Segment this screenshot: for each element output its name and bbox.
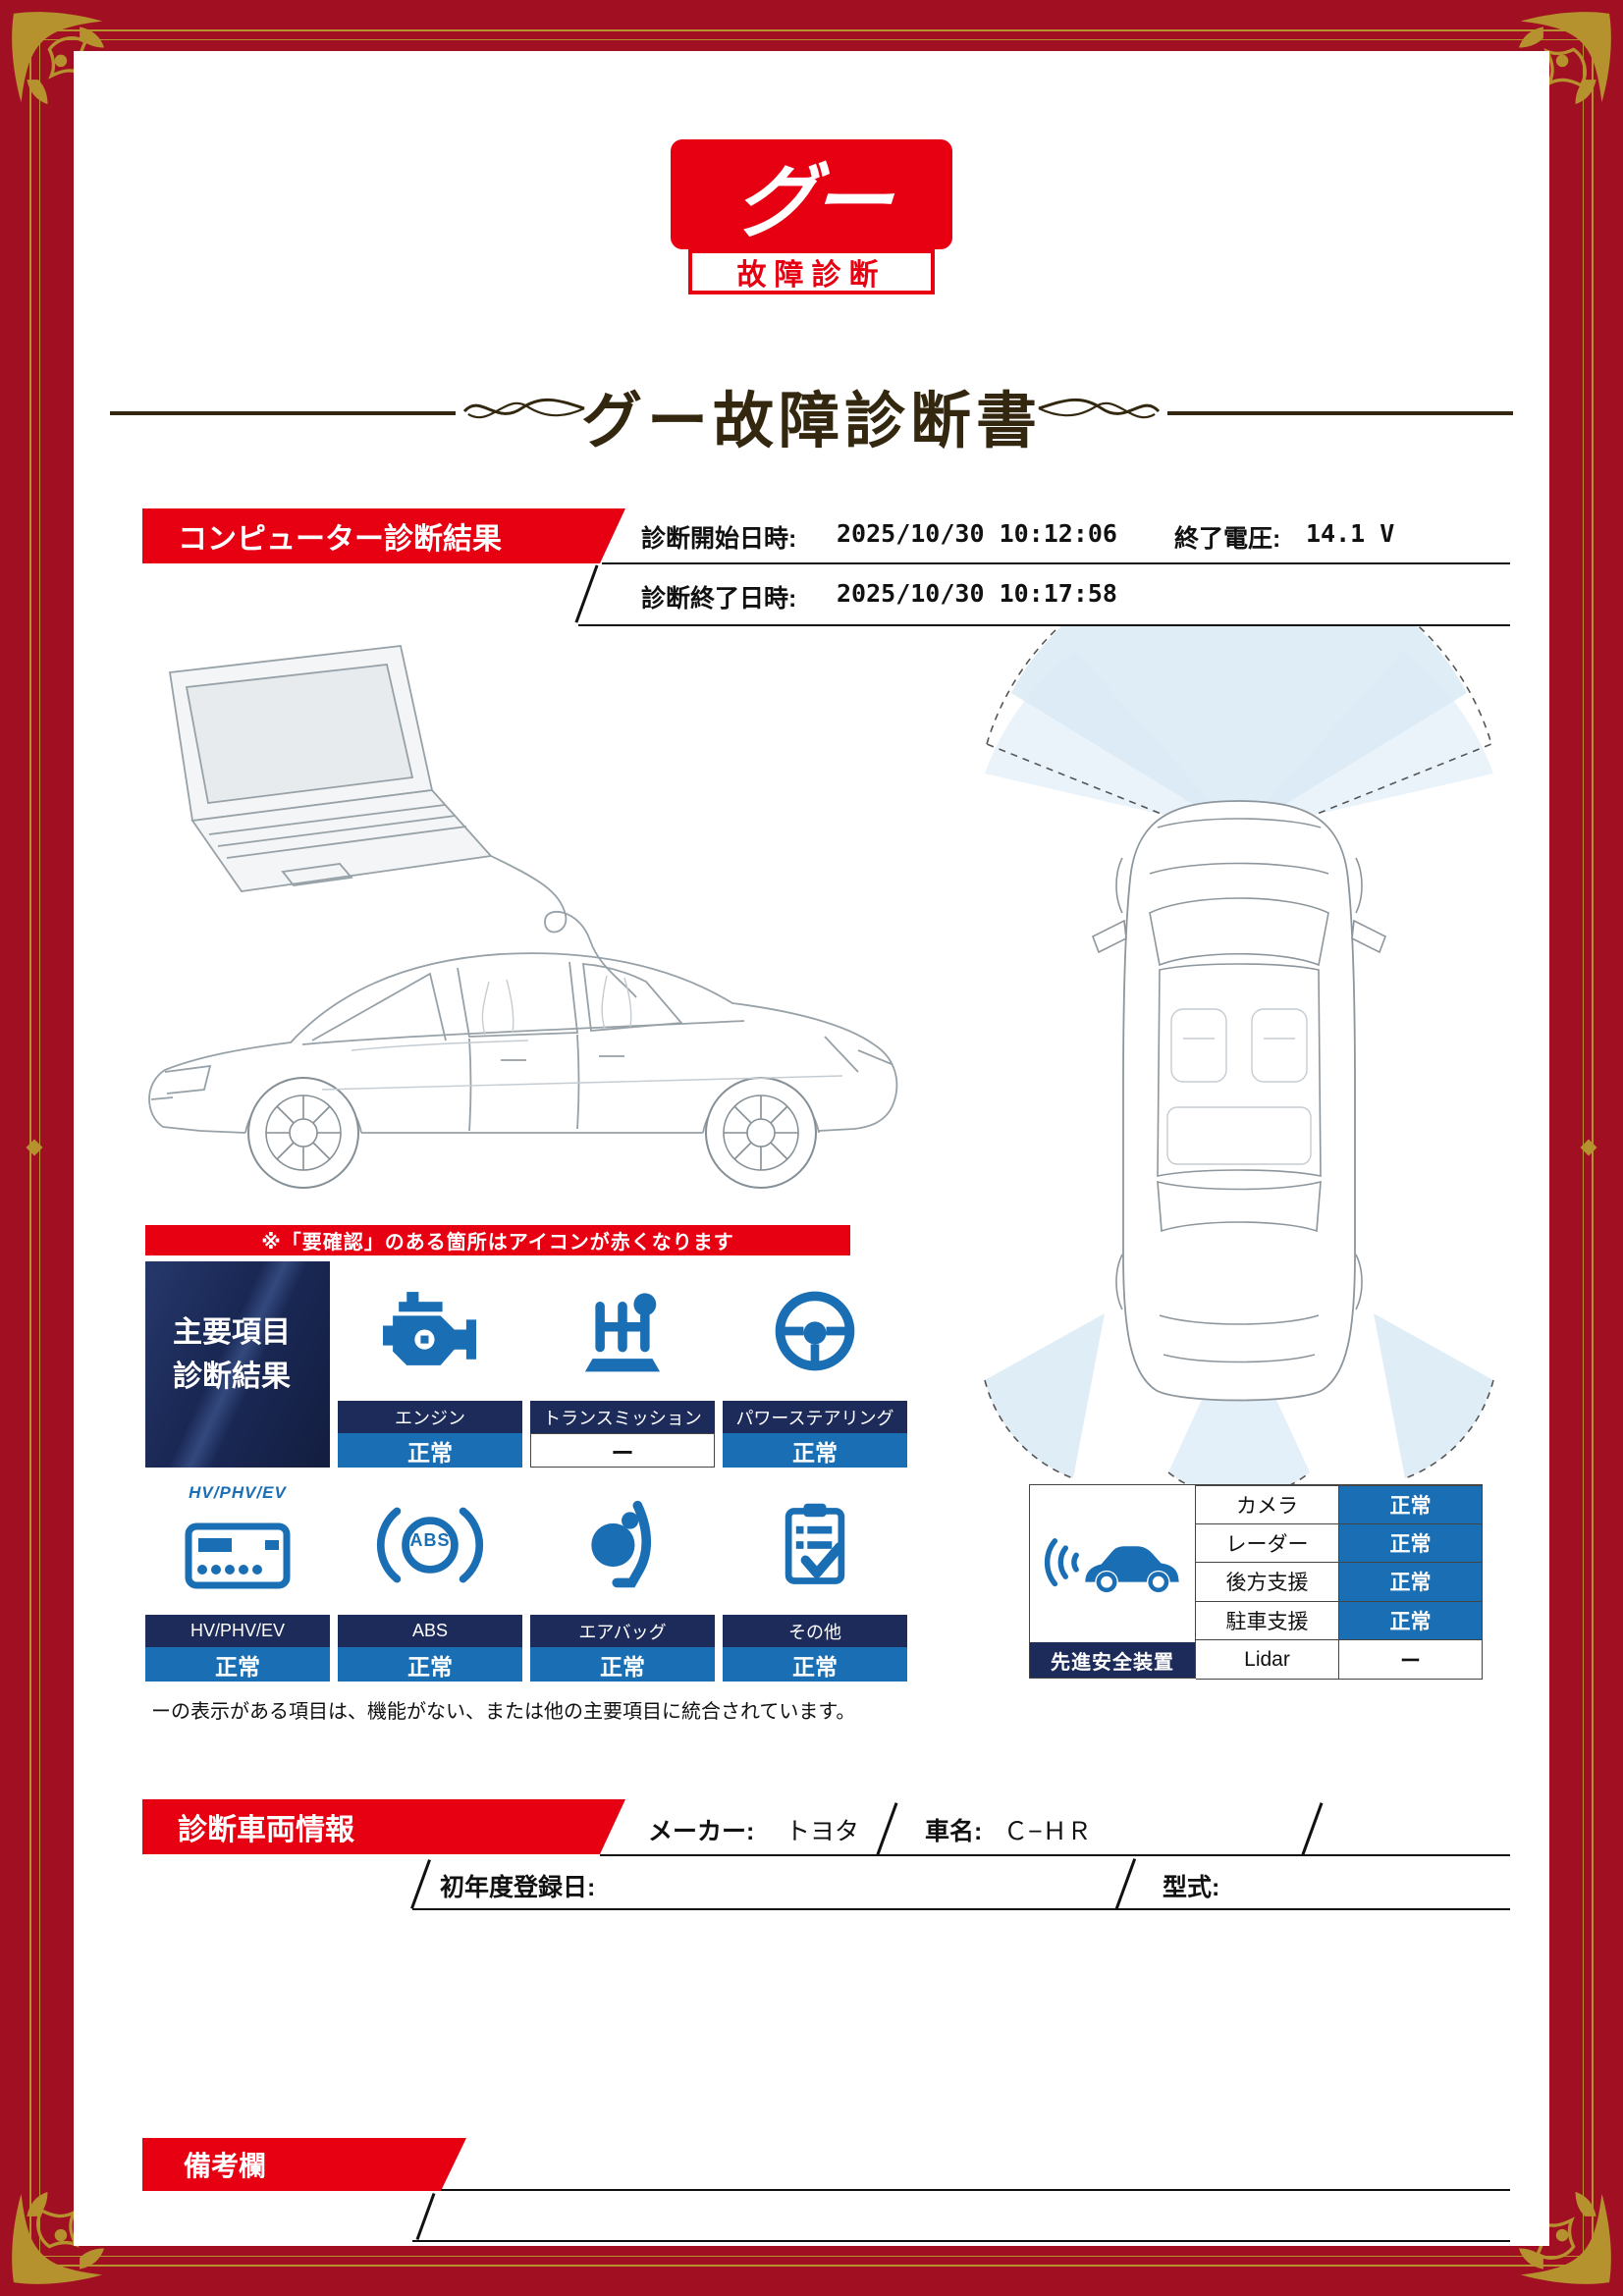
section-banner-computer-diagnosis: コンピューター診断結果 bbox=[142, 508, 625, 563]
section-title: コンピューター診断結果 bbox=[178, 523, 502, 556]
item-status: 正常 bbox=[530, 1647, 715, 1682]
grid-header-line1: 主要項目 bbox=[173, 1316, 291, 1349]
engine-icon-area bbox=[338, 1261, 522, 1401]
item-label: ABS bbox=[338, 1615, 522, 1647]
divider-line bbox=[412, 2240, 1510, 2242]
diagnosis-item-power-steering: パワーステアリング 正常 bbox=[723, 1261, 907, 1468]
item-status: 正常 bbox=[338, 1647, 522, 1682]
safety-row-status: 正常 bbox=[1339, 1601, 1483, 1641]
safety-row-name: 駐車支援 bbox=[1196, 1601, 1339, 1641]
abs-icon-area: ABS bbox=[338, 1475, 522, 1615]
model-code-label: 型式: bbox=[1163, 1874, 1220, 1901]
safety-row-status: ー bbox=[1339, 1640, 1483, 1680]
safety-rows: カメラ 正常 レーダー 正常 後方支援 正常 駐車支援 正常 Lidar ー bbox=[1196, 1484, 1483, 1680]
diagnosis-end-value: 2025/10/30 10:17:58 bbox=[837, 579, 1117, 608]
airbag-icon-area bbox=[530, 1475, 715, 1615]
item-status: 正常 bbox=[145, 1647, 330, 1682]
car-sensor-waves-icon bbox=[1030, 1485, 1195, 1642]
flourish-icon bbox=[462, 398, 585, 419]
diagnosis-start-value: 2025/10/30 10:12:06 bbox=[837, 519, 1117, 548]
grid-footnote: ーの表示がある項目は、機能がない、または他の主要項目に統合されています。 bbox=[151, 1701, 856, 1723]
safety-table-title: 先進安全装置 bbox=[1030, 1642, 1195, 1678]
grid-header-line2: 診断結果 bbox=[173, 1361, 291, 1393]
hv-unit-icon bbox=[185, 1522, 291, 1589]
diagnosis-item-transmission: トランスミッション ー bbox=[530, 1261, 715, 1468]
transmission-icon-area bbox=[530, 1261, 715, 1401]
car-name-value: Ｃ−ＨＲ bbox=[1003, 1818, 1092, 1845]
item-label: パワーステアリング bbox=[723, 1401, 907, 1433]
diagnosis-item-engine: エンジン 正常 bbox=[338, 1261, 522, 1468]
title-rule bbox=[110, 411, 456, 415]
notice-banner: ※「要確認」のある箇所はアイコンが赤くなります bbox=[145, 1225, 850, 1255]
diagnosis-item-hv-phv-ev: HV/PHV/EV HV/PHV/EV 正常 bbox=[145, 1475, 330, 1682]
section-title: 診断車両情報 bbox=[178, 1814, 354, 1846]
item-status: 正常 bbox=[338, 1433, 522, 1468]
diagnosis-item-airbag: エアバッグ 正常 bbox=[530, 1475, 715, 1682]
section-banner-vehicle-info: 診断車両情報 bbox=[142, 1799, 625, 1854]
transmission-icon bbox=[584, 1293, 661, 1372]
report-title: グー故障診断書 bbox=[580, 388, 1042, 455]
maker-value: トヨタ bbox=[785, 1818, 860, 1845]
first-registration-label: 初年度登録日: bbox=[440, 1874, 596, 1901]
airbag-icon bbox=[591, 1500, 652, 1588]
hv-icon-caption: HV/PHV/EV bbox=[189, 1483, 287, 1502]
diagnosis-end-label: 診断終了日時: bbox=[641, 585, 797, 613]
diagnosis-grid: 主要項目 診断結果 エンジン 正常 bbox=[145, 1261, 907, 1682]
hv-icon-area: HV/PHV/EV bbox=[145, 1475, 330, 1615]
divider-line bbox=[600, 1854, 1510, 1856]
diagnosis-item-other: その他 正常 bbox=[723, 1475, 907, 1682]
diagnosis-start-label: 診断開始日時: bbox=[641, 525, 797, 553]
maker-label: メーカー: bbox=[648, 1818, 755, 1845]
item-status: ー bbox=[530, 1433, 715, 1468]
item-status: 正常 bbox=[723, 1433, 907, 1468]
item-status: 正常 bbox=[723, 1647, 907, 1682]
car-top-view-sensors-illustration bbox=[984, 626, 1494, 1495]
divider-line bbox=[578, 624, 1510, 626]
divider-line bbox=[412, 1908, 1510, 1910]
end-voltage-value: 14.1 V bbox=[1306, 519, 1395, 548]
flourish-icon bbox=[1038, 398, 1161, 419]
brand-logo: グー bbox=[671, 139, 952, 249]
steering-icon-area bbox=[723, 1261, 907, 1401]
abs-icon-caption: ABS bbox=[409, 1529, 451, 1550]
safety-row-name: 後方支援 bbox=[1196, 1563, 1339, 1602]
item-label: トランスミッション bbox=[530, 1401, 715, 1433]
safety-row-name: Lidar bbox=[1196, 1640, 1339, 1680]
other-icon-area bbox=[723, 1475, 907, 1615]
edge-diamond-ornament bbox=[26, 1139, 43, 1156]
item-label: エンジン bbox=[338, 1401, 522, 1433]
obd-laptop-car-illustration bbox=[148, 645, 898, 1189]
item-label: エアバッグ bbox=[530, 1615, 715, 1647]
title-rule bbox=[1167, 411, 1513, 415]
diagnosis-item-abs: ABS ABS 正常 bbox=[338, 1475, 522, 1682]
safety-row-name: レーダー bbox=[1196, 1523, 1339, 1564]
steering-wheel-icon bbox=[775, 1291, 855, 1371]
divider-line bbox=[602, 562, 1510, 564]
divider-line bbox=[441, 2189, 1510, 2191]
engine-icon bbox=[383, 1292, 476, 1365]
section-title: 備考欄 bbox=[184, 2151, 267, 2181]
section-banner-remarks: 備考欄 bbox=[142, 2138, 466, 2191]
safety-row-status: 正常 bbox=[1339, 1523, 1483, 1564]
edge-diamond-ornament bbox=[1580, 1139, 1597, 1156]
end-voltage-label: 終了電圧: bbox=[1174, 525, 1281, 553]
safety-icon-cell: 先進安全装置 bbox=[1029, 1484, 1196, 1679]
item-label: HV/PHV/EV bbox=[145, 1615, 330, 1647]
safety-row-status: 正常 bbox=[1339, 1563, 1483, 1602]
abs-icon bbox=[376, 1507, 484, 1583]
safety-row-name: カメラ bbox=[1196, 1485, 1339, 1524]
item-label: その他 bbox=[723, 1615, 907, 1647]
brand-logo-text: グー bbox=[730, 157, 892, 247]
grid-header: 主要項目 診断結果 bbox=[145, 1261, 330, 1468]
car-name-label: 車名: bbox=[925, 1818, 983, 1845]
checklist-clipboard-icon bbox=[784, 1503, 845, 1584]
brand-logo-subtitle: 故障診断 bbox=[688, 249, 935, 294]
advanced-safety-table: 先進安全装置 カメラ 正常 レーダー 正常 後方支援 正常 駐車支援 正常 Li… bbox=[1029, 1484, 1483, 1680]
safety-row-status: 正常 bbox=[1339, 1485, 1483, 1524]
